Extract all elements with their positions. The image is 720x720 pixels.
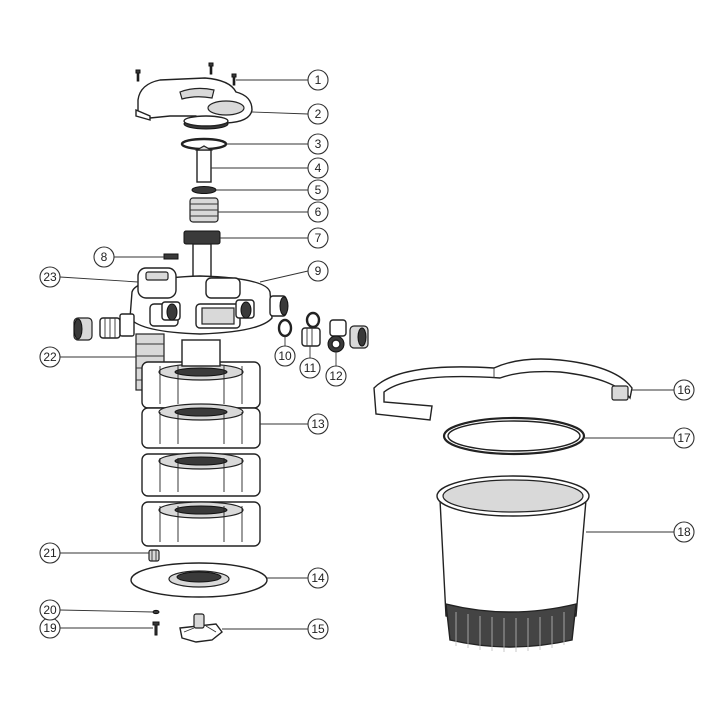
svg-text:22: 22 (43, 350, 57, 364)
svg-text:6: 6 (315, 205, 322, 219)
svg-text:8: 8 (101, 250, 108, 264)
callout-7: 7 (307, 227, 329, 249)
svg-text:2: 2 (315, 107, 322, 121)
svg-text:9: 9 (315, 264, 322, 278)
svg-text:18: 18 (677, 525, 691, 539)
callout-6: 6 (307, 201, 329, 223)
callout-2: 2 (307, 103, 329, 125)
svg-text:23: 23 (43, 270, 57, 284)
part-gasket-ring-inner (447, 420, 581, 452)
svg-text:12: 12 (329, 369, 343, 383)
callout-18: 18 (673, 521, 695, 543)
part-small-cap (148, 549, 160, 562)
part-filter-housing (436, 475, 590, 652)
svg-text:19: 19 (43, 621, 57, 635)
part-washer (191, 186, 217, 194)
callout-10: 10 (274, 345, 296, 367)
callout-12: 12 (325, 365, 347, 387)
svg-text:1: 1 (315, 73, 322, 87)
callout-13: 13 (307, 413, 329, 435)
callout-5: 5 (307, 179, 329, 201)
svg-text:16: 16 (677, 383, 691, 397)
callout-leaders (59, 79, 674, 630)
svg-text:15: 15 (311, 622, 325, 636)
callout-22: 22 (39, 346, 61, 368)
part-right-fittings (277, 311, 369, 353)
part-top-cover (135, 77, 253, 130)
svg-text:20: 20 (43, 603, 57, 617)
callout-20: 20 (39, 599, 61, 621)
callout-16: 16 (673, 379, 695, 401)
part-threaded-collar (183, 230, 221, 281)
part-clamp-band (373, 358, 633, 421)
callout-11: 11 (299, 357, 321, 379)
callout-23: 23 (39, 266, 61, 288)
part-bottom-screw (152, 621, 160, 636)
part-tiny-clip (152, 609, 160, 615)
callout-8: 8 (93, 246, 115, 268)
part-label-plate (163, 253, 179, 260)
svg-text:5: 5 (315, 183, 322, 197)
callout-17: 17 (673, 427, 695, 449)
part-left-hose-connectors (73, 313, 135, 341)
callout-3: 3 (307, 133, 329, 155)
part-valve-spindle (189, 197, 219, 223)
svg-text:7: 7 (315, 231, 322, 245)
callout-labels: 1 2 3 4 5 6 7 8 9 10 11 12 13 14 15 16 1… (39, 69, 695, 640)
callout-21: 21 (39, 542, 61, 564)
part-filter-sponge-stack (141, 339, 261, 547)
svg-text:17: 17 (677, 431, 691, 445)
part-base-plate (130, 562, 268, 598)
svg-text:14: 14 (311, 571, 325, 585)
callout-9: 9 (307, 260, 329, 282)
callout-14: 14 (307, 567, 329, 589)
callout-1: 1 (307, 69, 329, 91)
callout-19: 19 (39, 617, 61, 639)
part-impeller-foot (179, 613, 223, 643)
svg-text:11: 11 (304, 361, 317, 375)
svg-text:10: 10 (278, 349, 292, 363)
callout-15: 15 (307, 618, 329, 640)
svg-text:4: 4 (315, 161, 322, 175)
svg-text:13: 13 (311, 417, 325, 431)
svg-text:21: 21 (43, 546, 57, 560)
callout-4: 4 (307, 157, 329, 179)
svg-text:3: 3 (315, 137, 322, 151)
part-shaft (194, 145, 214, 183)
